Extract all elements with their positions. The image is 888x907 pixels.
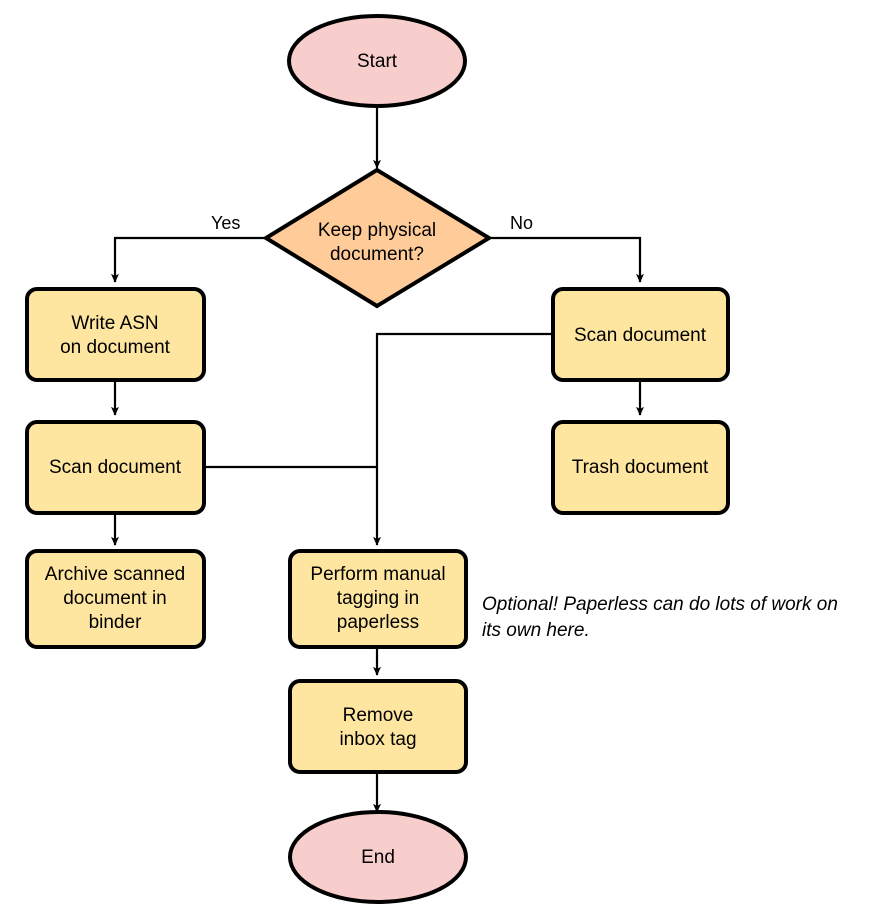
scan-document-right-label: Scan document (574, 325, 707, 346)
node-scan-document-right[interactable]: Scan document (551, 287, 730, 382)
edge-label-no: No (510, 213, 533, 233)
annotation-line1: Optional! Paperless can do lots of work … (482, 594, 838, 615)
node-start[interactable]: Start (287, 14, 467, 108)
start-label: Start (357, 51, 398, 72)
decision-label-line1: Keep physical (318, 220, 436, 241)
decision-label-line2: document? (330, 244, 424, 265)
node-scan-document-left[interactable]: Scan document (25, 420, 206, 515)
node-write-asn-on-document[interactable]: Write ASN on document (25, 287, 206, 382)
annotation-note: Optional! Paperless can do lots of work … (482, 594, 838, 641)
node-perform-manual-tagging[interactable]: Perform manual tagging in paperless (288, 549, 468, 649)
tagging-label-line1: Perform manual (310, 564, 445, 585)
tagging-label-line2: tagging in (337, 588, 419, 609)
node-archive-scanned-document[interactable]: Archive scanned document in binder (25, 549, 206, 649)
start-ellipse[interactable] (287, 14, 467, 108)
node-trash-document[interactable]: Trash document (551, 420, 730, 515)
node-remove-inbox-tag[interactable]: Remove inbox tag (288, 679, 468, 774)
scan-document-right-box[interactable] (551, 287, 730, 382)
end-label: End (361, 847, 395, 868)
edge-decision-no-to-scan-right (489, 236, 644, 283)
archive-box[interactable] (25, 549, 206, 649)
remove-inbox-label-line2: inbox tag (339, 729, 416, 750)
remove-inbox-label-line1: Remove (343, 705, 414, 726)
edge-label-yes: Yes (211, 213, 240, 233)
scan-document-left-box[interactable] (25, 420, 206, 515)
archive-label-line2: document in (63, 588, 167, 609)
scan-document-left-label: Scan document (49, 457, 182, 478)
edge-scan-right-to-tagging (373, 332, 553, 546)
archive-label-line1: Archive scanned (45, 564, 185, 585)
write-asn-label-line2: on document (60, 337, 171, 358)
trash-document-label: Trash document (572, 457, 709, 478)
edge-decision-yes-to-write-asn (111, 236, 266, 283)
write-asn-label-line1: Write ASN (71, 313, 158, 334)
annotation-line2: its own here. (482, 620, 590, 641)
node-decision-keep-physical-document[interactable]: Keep physical document? (262, 167, 493, 309)
archive-label-line3: binder (89, 612, 142, 633)
tagging-box[interactable] (288, 549, 468, 649)
tagging-label-line3: paperless (337, 612, 419, 633)
write-asn-box[interactable] (25, 287, 206, 382)
node-end[interactable]: End (288, 810, 468, 904)
decision-diamond[interactable] (262, 167, 493, 309)
end-ellipse[interactable] (288, 810, 468, 904)
trash-document-box[interactable] (551, 420, 730, 515)
remove-inbox-tag-box[interactable] (288, 679, 468, 774)
